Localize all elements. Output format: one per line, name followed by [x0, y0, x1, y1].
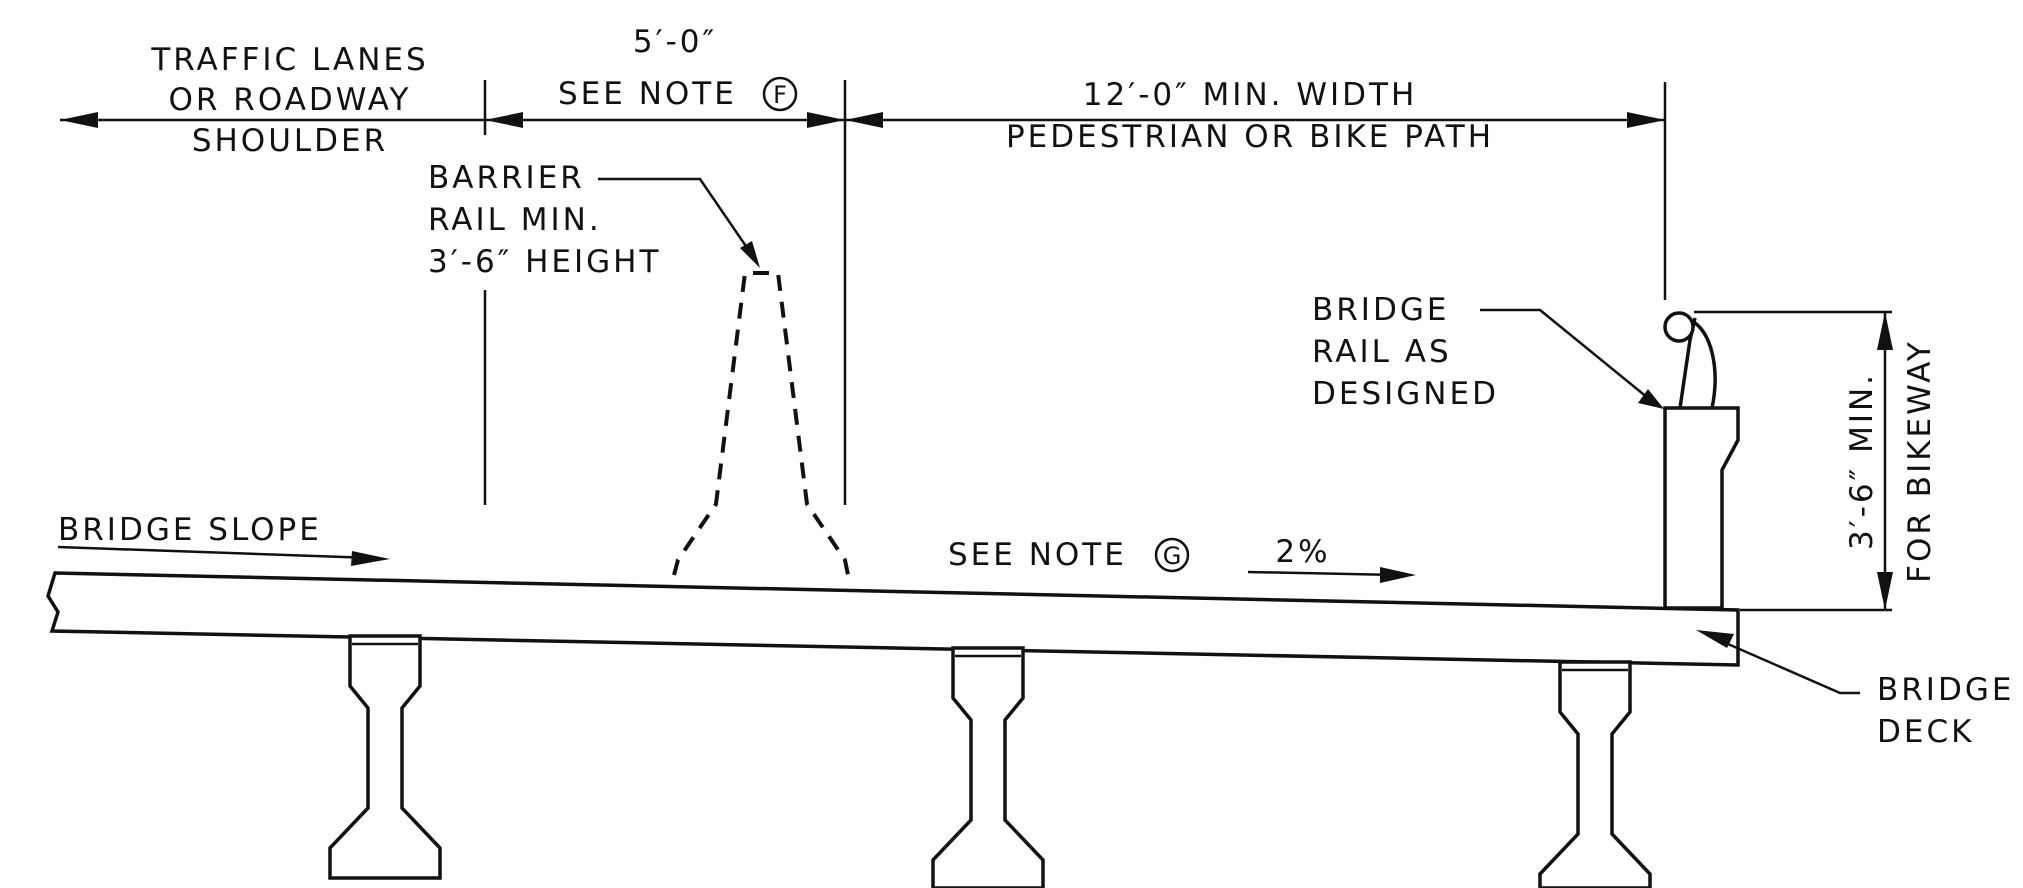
barrier-rail-line-2: RAIL MIN. — [428, 202, 602, 238]
bridge-rail-line-1: BRIDGE — [1312, 292, 1449, 328]
bridge-deck-leader — [1696, 630, 1860, 695]
note-f-circle: F — [762, 76, 798, 112]
bridge-rail-line-2: RAIL AS — [1312, 334, 1452, 370]
bridge-deck-line-1: BRIDGE — [1877, 672, 2014, 708]
path-width-label: 12′-0″ MIN. WIDTH — [1083, 77, 1418, 113]
bridge-rail-leader — [1480, 308, 1664, 409]
barrier-rail-leader — [598, 177, 760, 268]
path-type-label: PEDESTRIAN OR BIKE PATH — [1006, 119, 1494, 155]
see-note-g-text: SEE NOTE — [948, 537, 1127, 573]
bridge-slope-label: BRIDGE SLOPE — [58, 512, 322, 548]
note-g-circle: G — [1154, 537, 1190, 573]
rail-height-label: 3′-6″ MIN. — [1844, 372, 1880, 550]
svg-text:F: F — [773, 81, 787, 109]
slope-percent-arrow — [1247, 567, 1416, 583]
bridge-rail — [1663, 311, 1740, 610]
girder-left — [328, 634, 442, 880]
barrier-rail-line-1: BARRIER — [428, 160, 585, 196]
svg-text:G: G — [1163, 542, 1182, 570]
traffic-lanes-line-1: TRAFFIC LANES — [150, 42, 428, 78]
traffic-lanes-line-2: OR ROADWAY — [169, 82, 412, 118]
bridge-slope-arrow — [57, 545, 390, 566]
see-note-f-text: SEE NOTE — [558, 76, 737, 112]
traffic-lanes-line-3: SHOULDER — [192, 123, 388, 159]
girder-center — [931, 646, 1045, 888]
barrier-rail-outline — [672, 271, 850, 576]
girder-right — [1538, 660, 1652, 888]
top-dimension-line — [60, 112, 1665, 128]
bridge-rail-line-3: DESIGNED — [1312, 376, 1499, 412]
rail-height-dimension — [1694, 310, 1893, 612]
extension-lines — [483, 80, 1667, 505]
dimension-5ft: 5′-0″ — [633, 24, 717, 60]
slope-percent-label: 2% — [1275, 534, 1330, 570]
bridge-deck-line-2: DECK — [1877, 714, 1974, 750]
bridge-deck-slab — [46, 571, 1740, 667]
barrier-rail-line-3: 3′-6″ HEIGHT — [428, 244, 661, 280]
for-bikeway-label: FOR BIKEWAY — [1902, 339, 1938, 583]
